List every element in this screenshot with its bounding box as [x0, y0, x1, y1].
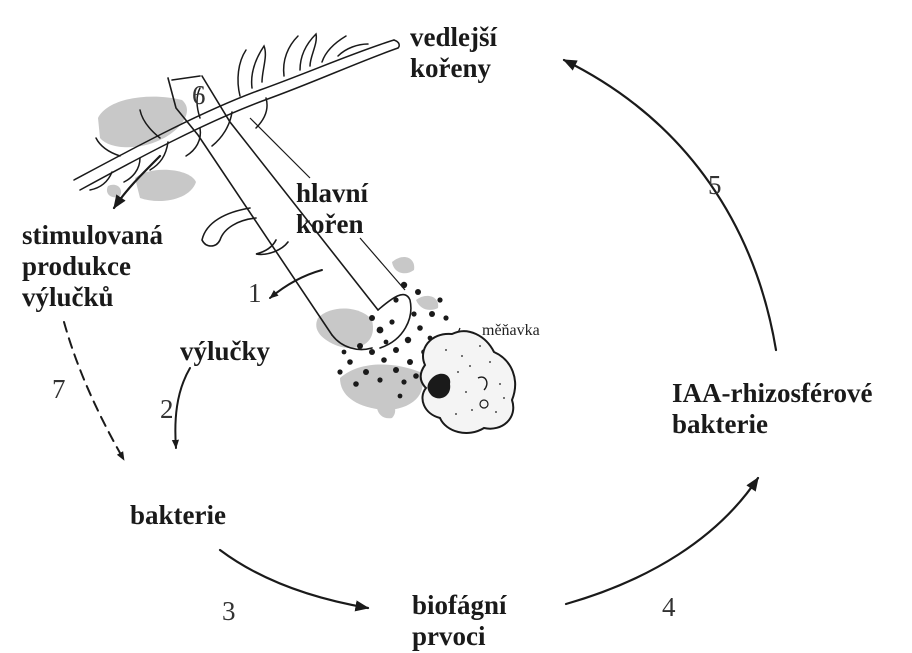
label-stimulovana-produkce: stimulovaná produkce výlučků: [22, 220, 163, 313]
arrow-3: [220, 550, 368, 608]
label-iaa-line1: IAA-rhizosférové: [672, 378, 872, 409]
arrow-7: [64, 322, 124, 460]
label-bakterie: bakterie: [130, 500, 226, 531]
label-vylucky: výlučky: [180, 336, 270, 367]
label-stimulovana-line3: výlučků: [22, 282, 163, 313]
main-root: [168, 76, 411, 349]
label-stimulovana-line2: produkce: [22, 251, 163, 282]
step-number-3: 3: [222, 596, 236, 626]
step-number-7: 7: [52, 374, 66, 404]
label-biofagni-line1: biofágní: [412, 590, 507, 621]
label-hlavni-koren: hlavní kořen: [296, 178, 368, 240]
label-vedlejsi-koreny: vedlejší kořeny: [410, 22, 497, 84]
label-vedlejsi-koreny-line1: vedlejší: [410, 22, 497, 53]
label-biofagni-prvoci: biofágní prvoci: [412, 590, 507, 652]
label-iaa-rhizosferove-bakterie: IAA-rhizosférové bakterie: [672, 378, 872, 440]
amoeba: [421, 331, 515, 433]
label-vedlejsi-koreny-line2: kořeny: [410, 53, 497, 84]
label-iaa-line2: bakterie: [672, 409, 872, 440]
arrow-4: [566, 478, 758, 604]
step-number-2: 2: [160, 394, 174, 424]
label-hlavni-koren-line1: hlavní: [296, 178, 368, 209]
step-number-5: 5: [708, 170, 722, 200]
step-number-4: 4: [662, 592, 676, 622]
label-hlavni-koren-line2: kořen: [296, 209, 368, 240]
arrow-2: [175, 368, 190, 448]
label-menavka: měňavka: [482, 322, 540, 340]
arrow-1: [270, 270, 322, 298]
label-stimulovana-line1: stimulovaná: [22, 220, 163, 251]
label-biofagni-line2: prvoci: [412, 621, 507, 652]
arrow-5: [564, 60, 776, 350]
step-number-6: 6: [192, 80, 206, 110]
step-number-1: 1: [248, 278, 262, 308]
